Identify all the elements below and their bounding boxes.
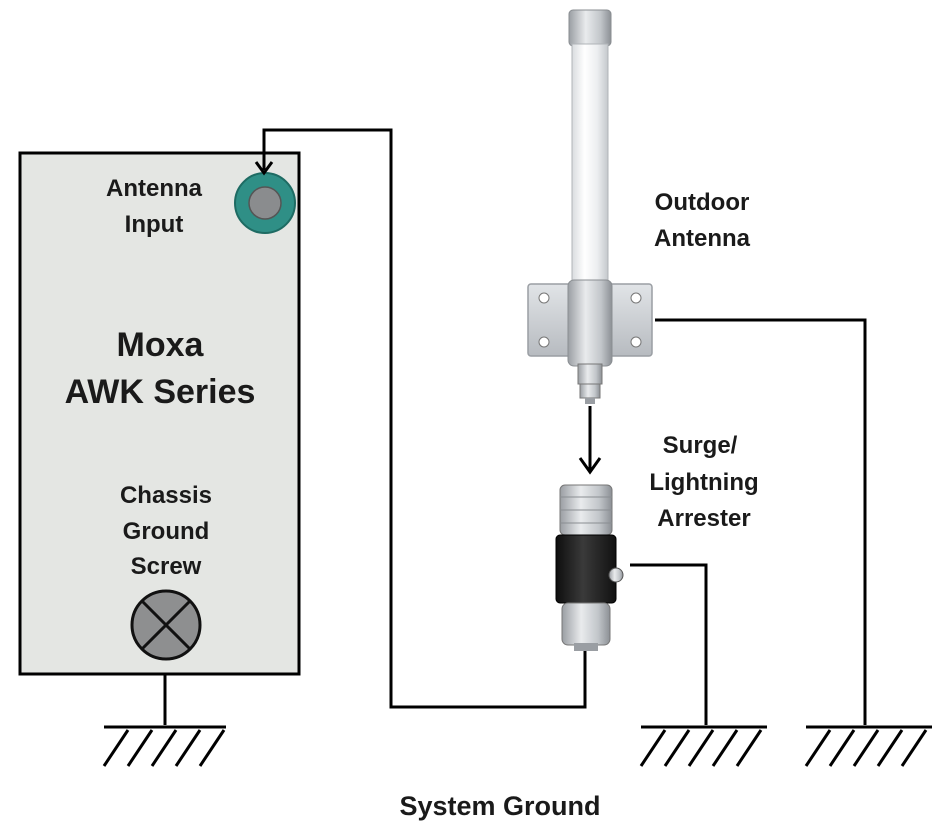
moxa-device: Antenna Input Moxa AWK Series Chassis Gr… bbox=[18, 151, 301, 676]
system-ground-label: System Ground bbox=[399, 791, 600, 821]
arrester-label-line1: Surge/ bbox=[663, 432, 738, 459]
device-name-line2: AWK Series bbox=[65, 373, 256, 411]
outdoor-antenna bbox=[527, 9, 653, 404]
arrester-label-line3: Arrester bbox=[657, 505, 750, 532]
connection-arrow bbox=[578, 406, 602, 475]
chassis-ground-screw-icon bbox=[130, 589, 202, 661]
ground-screw-label-line2: Ground bbox=[123, 518, 210, 545]
device-panel bbox=[18, 151, 301, 676]
ground-screw-label-line3: Screw bbox=[131, 553, 202, 580]
ground-wires bbox=[163, 318, 867, 725]
device-name-line1: Moxa bbox=[117, 326, 205, 364]
outdoor-antenna-label-line2: Antenna bbox=[654, 225, 751, 252]
antenna-input-port[interactable] bbox=[234, 172, 296, 234]
ground-symbol-arrester bbox=[639, 725, 767, 767]
coax-cable bbox=[254, 128, 587, 709]
ground-symbol-device bbox=[102, 725, 226, 767]
arrester-label-line2: Lightning bbox=[649, 469, 758, 496]
antenna-input-label-line1: Antenna bbox=[106, 175, 203, 202]
antenna-input-label-line2: Input bbox=[125, 211, 184, 238]
surge-arrester bbox=[555, 484, 624, 651]
ground-screw-label-line1: Chassis bbox=[120, 482, 212, 509]
outdoor-antenna-label-line1: Outdoor bbox=[655, 189, 750, 216]
ground-symbol-antenna bbox=[804, 725, 932, 767]
